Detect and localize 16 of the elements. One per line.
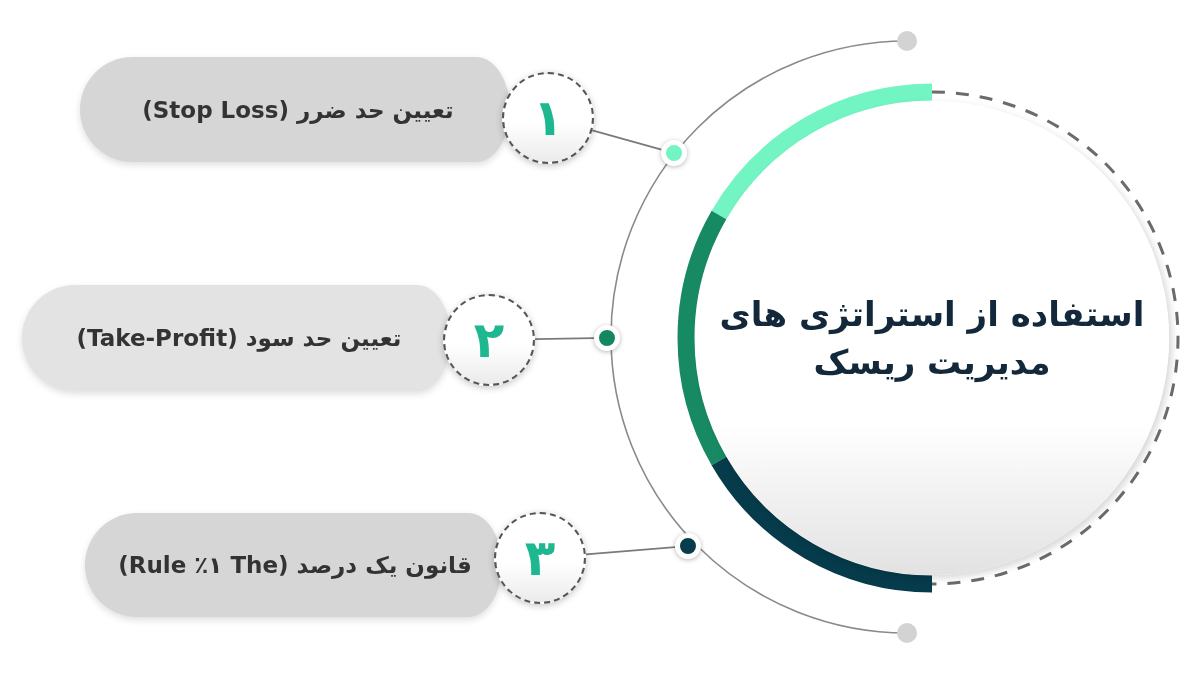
step-label: تعیین حد ضرر (Stop Loss) bbox=[142, 95, 454, 126]
step-pill bbox=[80, 57, 510, 162]
step-number: ۳ bbox=[524, 530, 556, 586]
step-label: قانون یک درصد (The ١٪ Rule) bbox=[118, 551, 472, 581]
number-circle bbox=[443, 294, 535, 386]
connector-line bbox=[591, 129, 663, 151]
connector-dot bbox=[661, 140, 687, 166]
connector-line bbox=[534, 337, 595, 341]
step-label: تعیین حد سود (Take-Profit) bbox=[76, 324, 402, 354]
step-number: ۱ bbox=[532, 90, 564, 146]
connector-line bbox=[584, 546, 676, 556]
number-circle bbox=[494, 512, 586, 604]
step-pill bbox=[22, 285, 451, 391]
step-number: ۲ bbox=[473, 312, 505, 368]
number-circle bbox=[502, 72, 594, 164]
title-text: استفاده از استراتژی های مدیریت ریسک bbox=[718, 293, 1146, 385]
